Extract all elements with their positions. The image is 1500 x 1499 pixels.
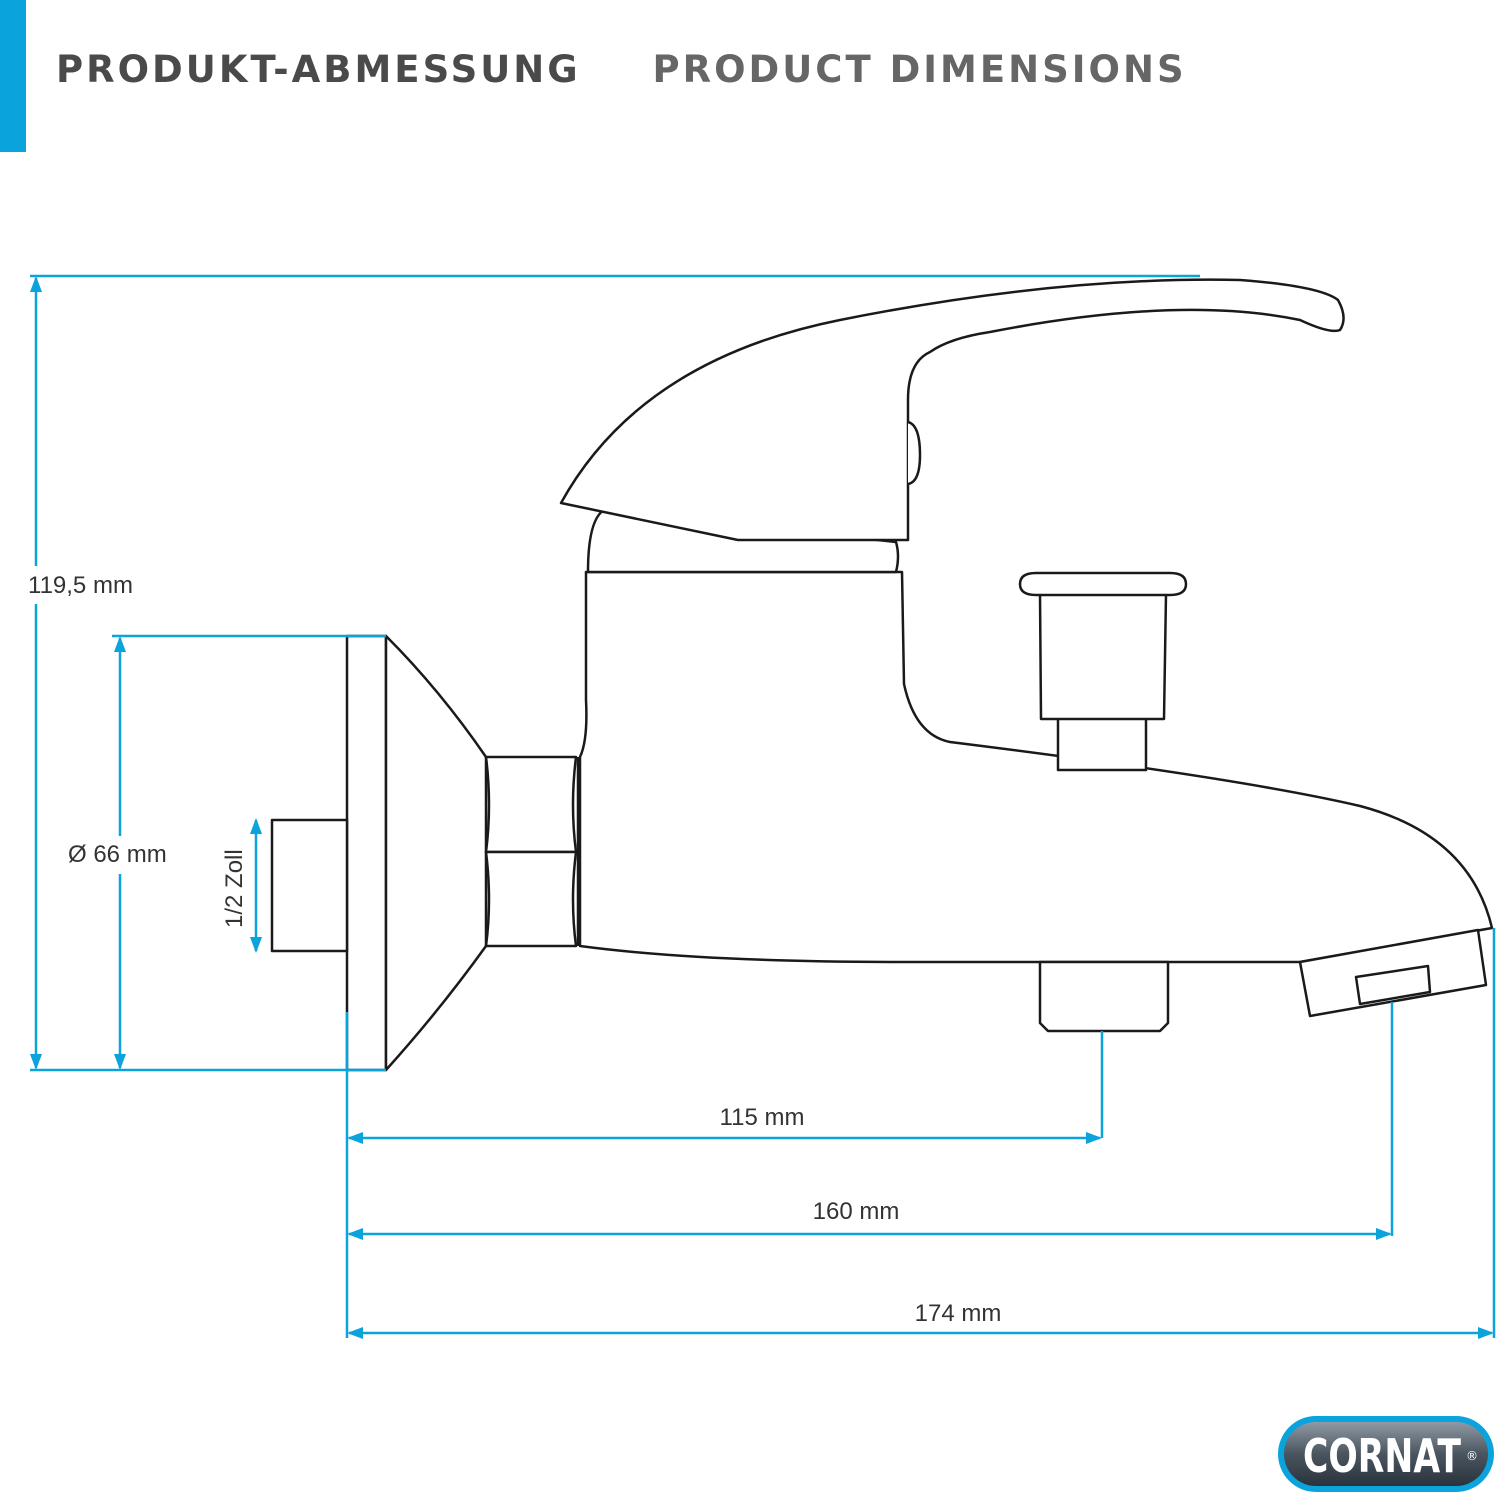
diverter-stem xyxy=(1056,710,1148,772)
title-en: PRODUCT DIMENSIONS xyxy=(652,48,1187,91)
rosette-cone xyxy=(384,634,488,1072)
diameter-label: Ø 66 mm xyxy=(68,841,167,868)
diverter-body xyxy=(1038,592,1168,721)
accent-bar xyxy=(0,0,26,152)
length-160-label: 160 mm xyxy=(813,1198,900,1225)
hex-nut-bottom xyxy=(484,850,578,948)
faucet xyxy=(270,278,1494,1072)
bottom-outlet xyxy=(1038,960,1170,1033)
hex-nut-top xyxy=(484,755,578,854)
thread-connector xyxy=(270,818,349,953)
lever-pivot xyxy=(907,420,922,486)
height-label: 119,5 mm xyxy=(28,572,133,599)
thread-label: 1/2 Zoll xyxy=(221,849,248,928)
wall-plate xyxy=(345,634,388,1072)
title-de: PRODUKT-ABMESSUNG xyxy=(56,48,581,91)
faucet-body xyxy=(578,570,1494,964)
aerator-slot xyxy=(1354,964,1432,1006)
cornat-logo: CORNAT ® xyxy=(1278,1416,1494,1492)
header: PRODUKT-ABMESSUNG PRODUCT DIMENSIONS xyxy=(56,48,1187,91)
logo-registered: ® xyxy=(1466,1449,1478,1463)
arrowheads xyxy=(30,276,1494,1339)
diverter-cap xyxy=(1018,571,1188,597)
length-115-label: 115 mm xyxy=(720,1104,805,1131)
length-174-label: 174 mm xyxy=(915,1300,1002,1327)
logo-text: CORNAT xyxy=(1303,1429,1461,1483)
lever-handle xyxy=(559,278,1345,542)
